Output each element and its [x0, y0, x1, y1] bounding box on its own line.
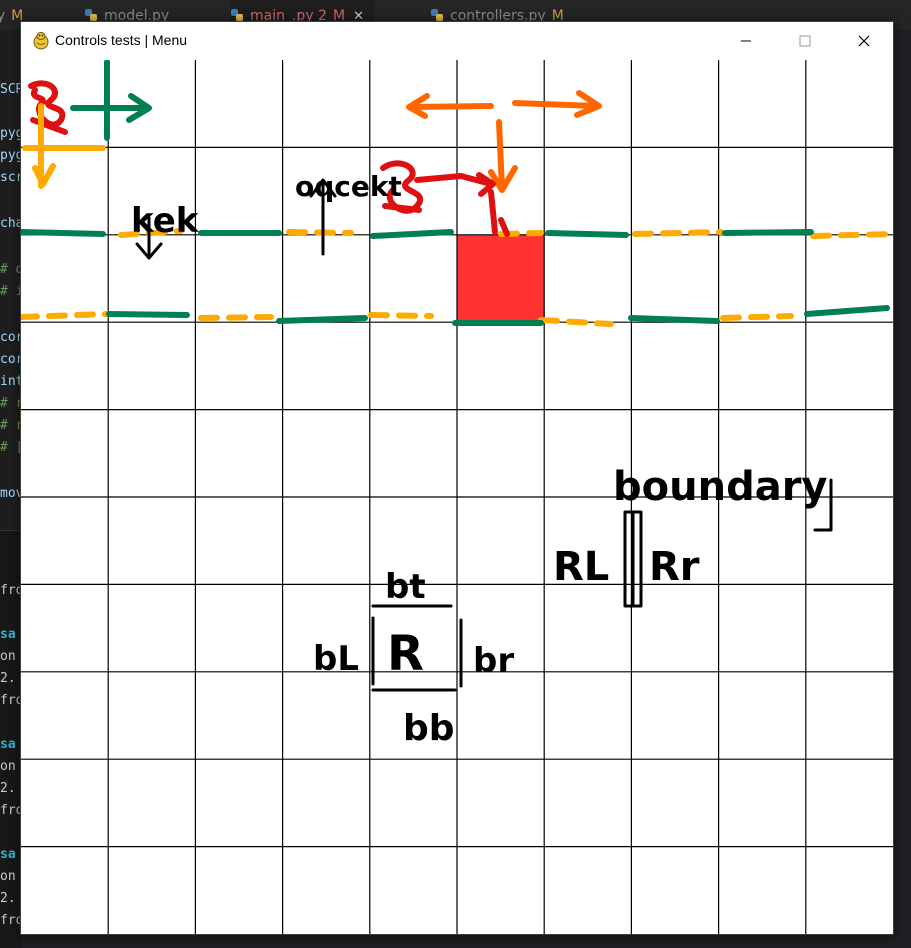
code-fragment: scr	[0, 170, 22, 185]
tab-label: controllers.py	[450, 8, 546, 24]
terminal-line: on	[0, 759, 16, 774]
terminal-panel[interactable]: fro sa on 2. fro sa on 2. fro sa on 2. f…	[0, 530, 22, 948]
terminal-line: fro	[0, 803, 22, 818]
label-rl: RL	[553, 544, 609, 590]
label-kek: kek	[131, 201, 200, 241]
green-line-bottom	[106, 305, 890, 326]
close-button[interactable]	[835, 22, 893, 60]
maximize-icon	[799, 35, 811, 47]
terminal-line: on	[0, 869, 16, 884]
editor-tab[interactable]: model.py	[84, 0, 169, 30]
terminal-line: fro	[0, 693, 22, 708]
arrow-down-icon	[488, 119, 518, 193]
terminal-line: 2.	[0, 891, 16, 906]
boundary-bar	[623, 510, 643, 608]
boundary-hook	[813, 478, 833, 532]
pointer-arrow-icon	[414, 172, 496, 197]
arrow-left-icon	[406, 93, 494, 119]
editor-tab[interactable]: py M	[0, 0, 23, 30]
window-titlebar[interactable]: Controls tests | Menu	[21, 22, 893, 60]
tab-modified-badge: M	[551, 8, 564, 24]
green-boundary-segments	[21, 229, 890, 326]
tab-label: py	[0, 8, 6, 24]
terminal-line: fro	[0, 913, 22, 928]
player-block	[457, 235, 544, 323]
code-fragment: int	[0, 374, 22, 389]
code-fragment: # r	[0, 418, 22, 433]
python-file-icon	[85, 9, 97, 21]
tab-modified-badge: M	[332, 8, 346, 24]
label-r: R	[387, 626, 424, 682]
window-title: Controls tests | Menu	[55, 32, 188, 48]
close-icon[interactable]: ✕	[353, 9, 364, 24]
code-fragment: # d	[0, 262, 22, 277]
code-fragment: # i	[0, 284, 22, 299]
tab-label: model.py	[104, 8, 170, 24]
axis-arrows	[22, 60, 152, 189]
maximize-button[interactable]	[776, 22, 834, 60]
green-axis-icon	[70, 60, 152, 141]
minimize-button[interactable]	[717, 22, 775, 60]
orange-dashed-boundaries	[21, 228, 893, 327]
orange-axis-icon	[22, 103, 106, 189]
terminal-line: 2.	[0, 671, 16, 686]
code-fragment: pyg	[0, 126, 22, 141]
label-bt: bt	[385, 567, 426, 607]
tab-modified-badge: M	[11, 8, 24, 24]
python-file-icon	[231, 9, 243, 21]
handwritten-lines	[135, 178, 833, 692]
game-canvas[interactable]: kek oqcekt bt bL R br bb boundary RL Rr	[21, 60, 893, 934]
pointer-line	[488, 189, 510, 237]
label-br: br	[473, 641, 514, 681]
close-icon	[858, 35, 870, 47]
minimize-icon	[741, 40, 751, 42]
terminal-line: on	[0, 649, 16, 664]
code-fragment: cor	[0, 352, 22, 367]
arrow-right-icon	[512, 90, 602, 118]
terminal-line: sa	[0, 627, 16, 642]
tab-label: main_.py 2	[250, 8, 327, 24]
terminal-line: sa	[0, 847, 16, 862]
pygame-window: Controls tests | Menu	[20, 21, 894, 935]
label-object: oqcekt	[295, 170, 402, 203]
code-fragment: # [	[0, 440, 22, 455]
label-boundary: boundary	[613, 464, 828, 510]
label-rr: Rr	[649, 544, 700, 590]
direction-arrows	[406, 90, 602, 193]
code-fragment: pyg	[0, 148, 22, 163]
arrow-up-icon	[309, 178, 337, 256]
arrow-down-icon	[135, 216, 163, 260]
scribble-object	[380, 160, 423, 214]
orange-dashed-line-top	[118, 228, 893, 239]
terminal-line: fro	[0, 583, 22, 598]
code-fragment: SCR	[0, 82, 22, 97]
green-line-top	[21, 229, 814, 239]
label-bb: bb	[403, 708, 455, 749]
code-fragment: cor	[0, 330, 22, 345]
code-fragment: cha	[0, 216, 22, 231]
terminal-line: 2.	[0, 781, 16, 796]
editor-code-area[interactable]: SCR pyg pyg scr cha # d # i cor cor int …	[0, 30, 22, 530]
code-fragment: # r	[0, 396, 22, 411]
label-bl: bL	[313, 639, 359, 679]
code-fragment: mov	[0, 486, 22, 501]
python-file-icon	[431, 9, 443, 21]
orange-dashed-line-bottom	[21, 311, 794, 327]
pygame-snake-icon	[33, 32, 49, 50]
editor-tab[interactable]: controllers.py M	[430, 0, 564, 30]
terminal-line: sa	[0, 737, 16, 752]
